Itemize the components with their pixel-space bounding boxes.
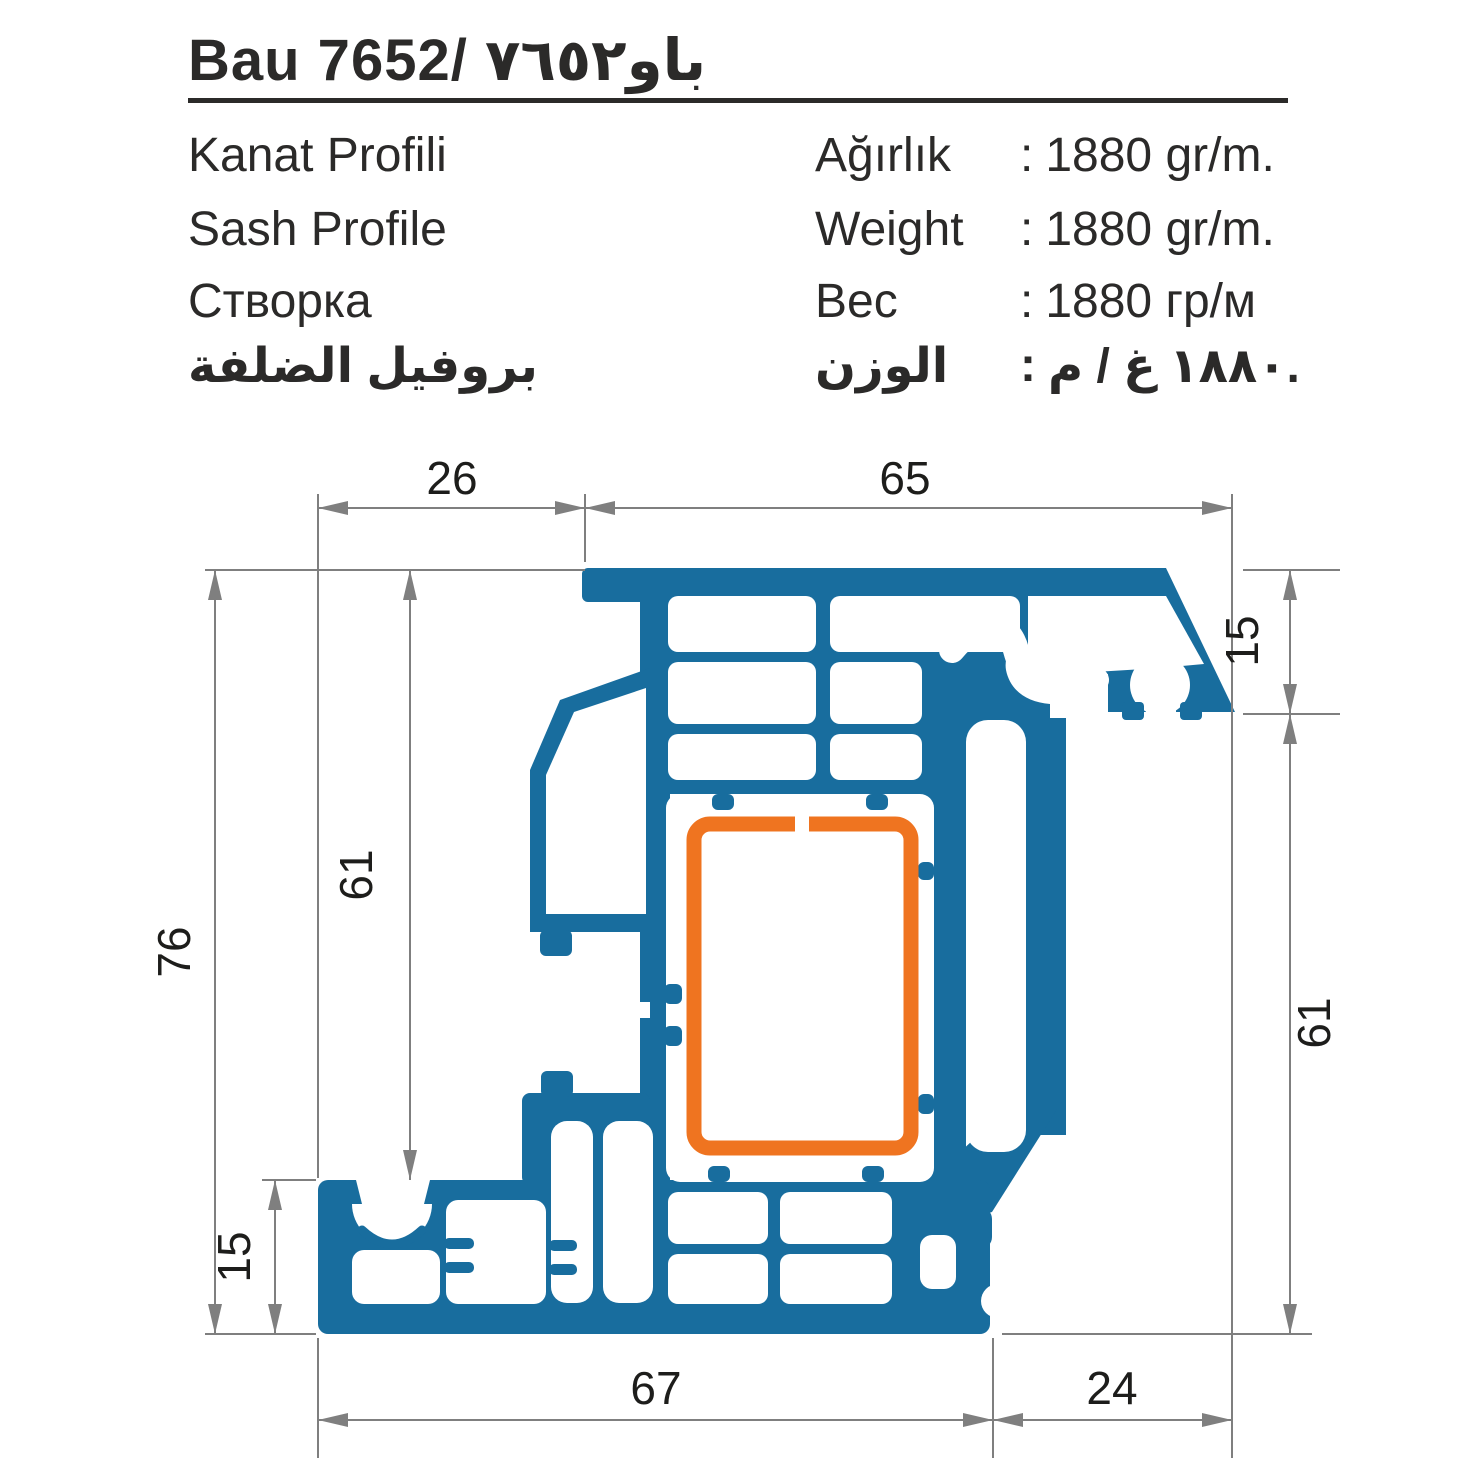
profile-name-ru: Створка [188,275,372,328]
dim-label-24: 24 [1086,1362,1137,1414]
colon: : [1020,203,1034,256]
dim-label-67: 67 [630,1362,681,1414]
weight-key-ru: Вес [815,275,898,328]
weight-value-ar: م / غ ١٨٨٠. [1047,340,1300,393]
dimension-lines [205,494,1340,1458]
colon: : [1020,129,1034,182]
weight-value-en: 1880 gr/m. [1045,203,1275,256]
dim-label-65: 65 [879,452,930,504]
profile-name-ar: بروفيل الضلفة [188,340,538,393]
dim-label-76: 76 [148,926,200,977]
profile-name-tr: Kanat Profili [188,129,447,182]
page-title: Bau 7652/ باو٧٦٥٢ [188,28,707,93]
dimension-labels: 26 65 15 61 76 61 15 67 24 [148,452,1340,1414]
steel-reinforcement [686,808,919,1156]
profile-chambers [352,596,1204,1318]
weight-value-ru: 1880 гр/м [1045,275,1256,328]
weight-key-tr: Ağırlık [815,129,952,182]
weight-key-ar: الوزن [815,340,949,393]
spec-row-english: Sash Profile Weight:1880 gr/m. [188,202,1428,257]
title-underline [188,98,1288,103]
dim-label-26: 26 [426,452,477,504]
dim-label-61-right: 61 [1288,997,1340,1048]
gasket-and-screw-details [357,702,1202,1275]
colon: : [1020,339,1036,392]
spec-row-turkish: Kanat Profili Ağırlık:1880 gr/m. [188,128,1428,183]
weight-key-en: Weight [815,203,964,256]
dim-label-15-left: 15 [208,1231,260,1282]
dim-label-15-right: 15 [1216,615,1268,666]
profile-name-en: Sash Profile [188,203,447,256]
weight-value-tr: 1880 gr/m. [1045,129,1275,182]
colon: : [1020,275,1034,328]
spec-row-arabic: بروفيل الضلفة الوزن:م / غ ١٨٨٠. [188,338,1428,394]
dim-label-61-left: 61 [330,849,382,900]
spec-row-russian: Створка Вес:1880 гр/м [188,274,1428,329]
